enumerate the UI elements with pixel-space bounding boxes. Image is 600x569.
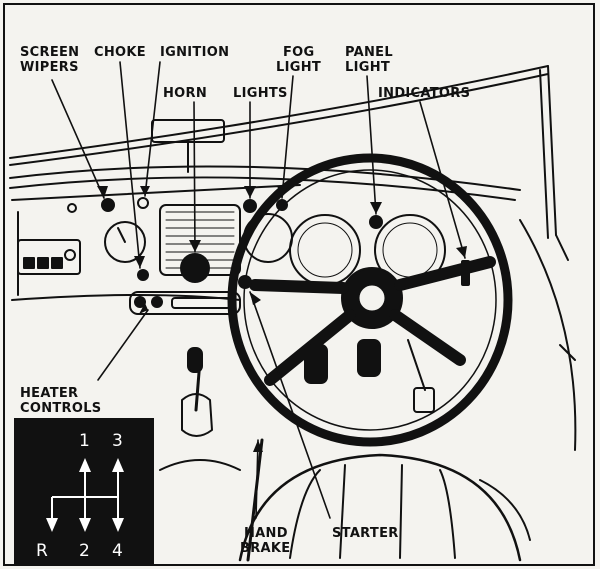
ignition-switch[interactable] [137,197,149,209]
heater-knob-right[interactable] [151,296,163,308]
label-lights: LIGHTS [233,86,288,101]
radio [17,239,81,275]
windscreen [9,65,569,261]
label-indicators: INDICATORS [378,86,470,101]
gear-diagram-paths [51,470,119,525]
clutch-pedal [304,344,328,384]
label-horn: HORN [163,86,207,101]
choke-knob[interactable] [137,269,149,281]
label-hand-brake-1: HAND [244,526,288,541]
seat [238,453,522,562]
label-panel-light-2: LIGHT [345,60,390,75]
frame [3,3,595,566]
leader-lines [51,61,466,519]
label-fog-light-2: LIGHT [276,60,321,75]
speedometer [289,214,361,286]
gear-knob [187,347,203,373]
gear-1: 1 [79,431,90,451]
label-screen-wipers-1: SCREEN [20,45,79,60]
indicator-switch[interactable] [461,260,470,286]
lights-switch[interactable] [243,199,257,213]
interior-details [159,219,577,562]
label-screen-wipers-2: WIPERS [20,60,79,75]
label-hand-brake-2: BRAKE [240,541,290,556]
label-heater-controls-1: HEATER [20,386,78,401]
gear-r: R [36,541,48,561]
panel-light-switch[interactable] [369,215,383,229]
gear-shift-diagram: 1 3 R 2 4 [14,418,154,566]
heater-knob-left[interactable] [134,296,146,308]
brake-pedal [357,339,381,377]
label-fog-light-1: FOG [283,45,315,60]
starter-button[interactable] [238,275,252,289]
screen-wipers-knob[interactable] [101,198,115,212]
fog-light-switch[interactable] [276,199,288,211]
steering-wheel [227,153,513,447]
gear-2: 2 [79,541,90,561]
dashboard-body [9,165,521,315]
label-starter: STARTER [332,526,399,541]
accelerator-pedal [413,387,435,413]
horn-button[interactable] [180,253,210,283]
label-heater-controls-2: CONTROLS [20,401,101,416]
control-knobs [101,197,470,308]
leader-arrowheads [97,186,467,452]
callout-labels: SCREEN WIPERS CHOKE IGNITION HORN LIGHTS… [20,45,470,556]
left-gauge [104,221,146,263]
gear-4: 4 [112,541,123,561]
label-choke: CHOKE [94,45,146,60]
gear-3: 3 [112,431,123,451]
hand-brake-lever [246,438,264,562]
heater-panel [129,291,241,315]
label-panel-light-1: PANEL [345,45,393,60]
gear-diagram-arrows [46,458,124,532]
label-ignition: IGNITION [160,45,229,60]
rear-view-mirror [151,119,225,143]
